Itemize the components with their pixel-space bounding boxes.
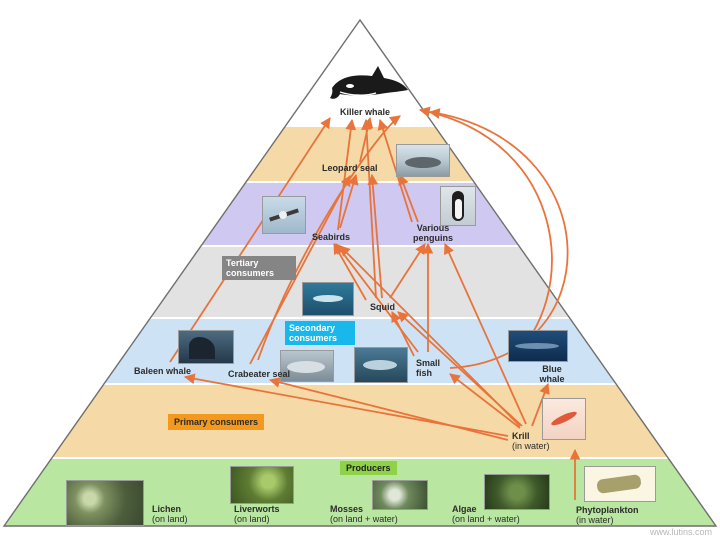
liverworts-photo (230, 466, 294, 504)
seabird-photo (262, 196, 306, 234)
pyramid-outline (2, 18, 718, 527)
band-tertiary (4, 246, 716, 318)
primary-consumers-tag: Primary consumers (168, 414, 265, 430)
baleen-whale-label: Baleen whale (134, 366, 192, 376)
arrow-squid-to-penguins (389, 243, 426, 299)
secondary-consumers-tag: Secondary consumers (285, 321, 355, 345)
band-seabirds (4, 182, 716, 246)
leopard-seal-label: Leopard seal (322, 163, 378, 173)
arrow-krill-to-smallfish (449, 373, 521, 429)
baleen-whale-photo (178, 330, 234, 364)
mosses-photo (372, 480, 428, 510)
squid-label: Squid (370, 302, 395, 312)
phytoplankton-note: (in water) (576, 515, 614, 525)
arrow-krill-to-bluewhale (531, 382, 550, 427)
arrow-crabeater-to-leopard (249, 175, 351, 365)
krill-note: (in water) (512, 441, 550, 451)
mosses-note: (on land + water) (330, 514, 398, 524)
seabirds-label: Seabirds (312, 232, 351, 242)
mosses-name: Mosses (330, 504, 364, 514)
watermark: www.lutins.com (649, 527, 712, 537)
crabeater-seal-label: Crabeater seal (228, 369, 291, 379)
killer-whale-image (330, 66, 408, 99)
liverworts-label: Liverworts (on land) (234, 504, 280, 524)
band-primary (4, 384, 716, 458)
lichen-name: Lichen (152, 504, 182, 514)
penguins-label: Various penguins (413, 223, 453, 243)
crabeater-seal-photo (280, 350, 334, 382)
mosses-label: Mosses (on land + water) (330, 504, 398, 524)
arrow-seabirds-to-leopard (339, 173, 359, 229)
lichen-photo (66, 480, 144, 526)
algae-note: (on land + water) (452, 514, 520, 524)
arrow-krill-to-penguins (444, 243, 527, 425)
krill-photo (542, 398, 586, 440)
algae-photo (484, 474, 550, 510)
band-leopard-seal (4, 126, 716, 182)
tertiary-consumers-tag: Tertiary consumers (222, 256, 296, 280)
arrow-baleen-to-killer (169, 117, 331, 363)
arrow-krill-to-crabeater (268, 377, 509, 441)
squid-photo (302, 282, 354, 316)
blue-whale-label: Blue whale (539, 364, 565, 384)
small-fish-photo (354, 347, 408, 383)
phytoplankton-label: Phytoplankton (in water) (576, 505, 639, 525)
algae-name: Algae (452, 504, 477, 514)
producers-tag: Producers (340, 461, 397, 475)
arrow-smallfish-to-squid (391, 311, 415, 357)
penguin-photo (440, 186, 476, 226)
arrow-penguins-to-leopard (398, 173, 419, 223)
liverworts-name: Liverworts (234, 504, 280, 514)
arrow-smallfish-to-killer (428, 108, 569, 369)
arrow-crabeater-to-killer (257, 115, 401, 361)
lichen-label: Lichen (on land) (152, 504, 188, 524)
arrow-squid-to-killer (361, 118, 377, 299)
arrow-seabirds-to-killer (337, 118, 357, 231)
leopard-seal-photo (396, 144, 450, 177)
arrow-squid-to-leopard (367, 173, 383, 299)
blue-whale-photo (508, 330, 568, 362)
krill-name: Krill (512, 431, 530, 441)
arrow-smallfish-to-seabirds (335, 243, 419, 353)
phytoplankton-photo (584, 466, 656, 502)
lichen-note: (on land) (152, 514, 188, 524)
krill-label: Krill (in water) (512, 431, 550, 451)
killer-whale-label: Killer whale (340, 107, 391, 117)
small-fish-label: Small fish (416, 358, 441, 378)
liverworts-note: (on land) (234, 514, 270, 524)
algae-label: Algae (on land + water) (452, 504, 520, 524)
phytoplankton-name: Phytoplankton (576, 505, 639, 515)
arrow-krill-to-seabirds (339, 245, 521, 427)
